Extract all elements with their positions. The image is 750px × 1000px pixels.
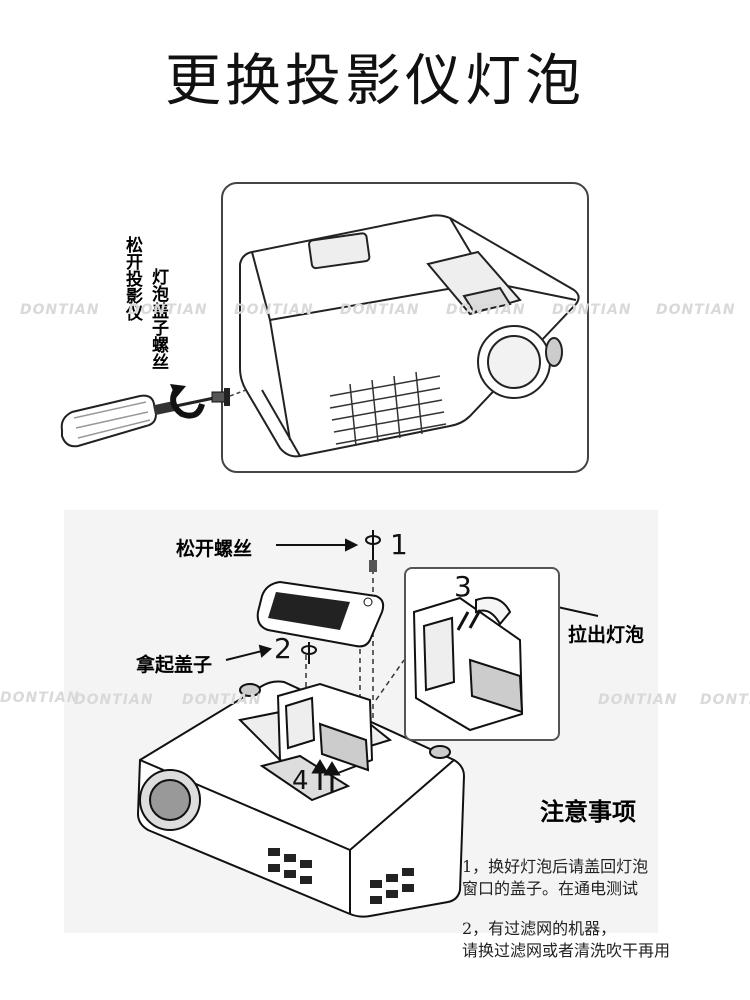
step-4-number: 4: [292, 766, 309, 796]
watermark: DONTIAN: [128, 302, 208, 318]
watermark: DONTIAN: [20, 302, 100, 318]
watermark: DONTIAN: [656, 302, 736, 318]
note-1-line-1: 1，换好灯泡后请盖回灯泡: [462, 857, 649, 876]
watermark: DONTIAN: [446, 302, 526, 318]
step-label-loosen-projector: 松开投影仪: [122, 236, 142, 321]
lamp-cover-icon: [256, 580, 385, 648]
step-2-label: 拿起盖子: [136, 654, 213, 676]
step-2-number: 2: [274, 632, 292, 665]
watermark: DONTIAN: [234, 302, 314, 318]
step-4-arrows: [311, 759, 341, 792]
screw-icon: [301, 530, 381, 664]
rotation-arrow-icon: [170, 384, 205, 419]
watermark: DONTIAN: [340, 302, 420, 318]
projector-icon-top: [239, 214, 580, 458]
step-1-number: 1: [390, 528, 408, 561]
watermark: DONTIAN: [552, 302, 632, 318]
page-title: 更换投影仪灯泡: [165, 49, 585, 114]
note-2-line-2: 请换过滤网或者清洗吹干再用: [462, 941, 671, 960]
watermark: DONTIAN: [182, 692, 262, 708]
notes-title: 注意事项: [540, 798, 636, 826]
lamp-module-icon: [259, 682, 374, 802]
note-2-line-1: 2，有过滤网的机器，: [462, 919, 617, 938]
watermark: DONTIAN: [74, 692, 154, 708]
watermark: DONTIAN: [598, 692, 678, 708]
watermark: DONTIAN: [0, 690, 80, 706]
note-1-line-2: 窗口的盖子。在通电测试: [462, 879, 639, 898]
watermark: DONTIAN: [700, 692, 750, 708]
step-1-label: 松开螺丝: [176, 538, 253, 560]
step-label-lamp-cover-screw: 灯泡盖子螺丝: [148, 268, 168, 370]
step-3-number: 3: [454, 570, 472, 603]
step-3-label: 拉出灯泡: [568, 624, 645, 646]
